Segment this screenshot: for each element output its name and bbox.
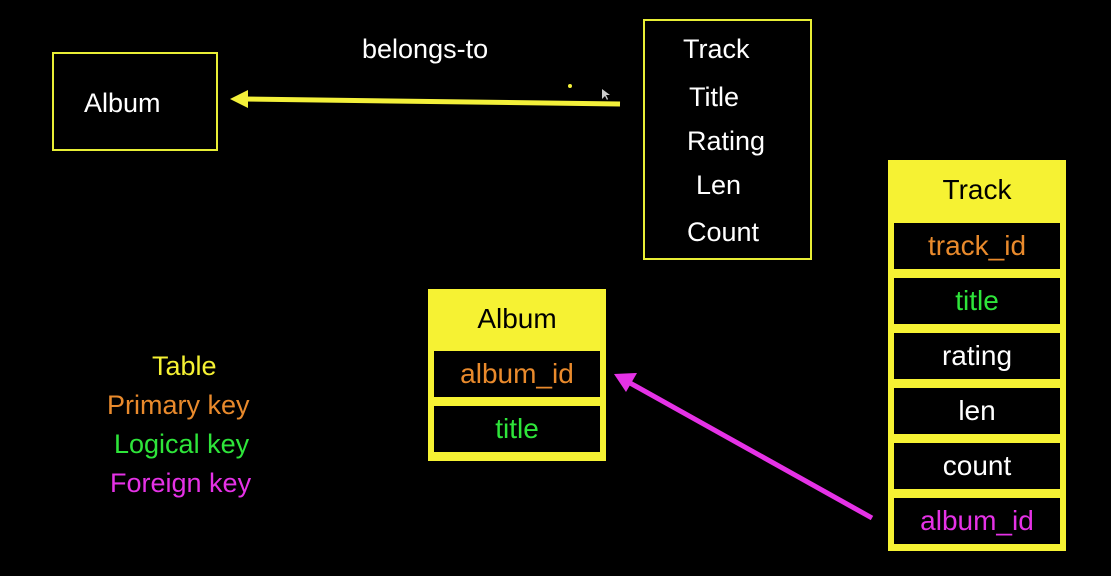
track-col-album-id: album_id [894,498,1060,544]
belongs-to-arrow [230,90,621,108]
track-table: Track track_id title rating len count al… [888,160,1066,551]
belongs-to-label: belongs-to [362,34,489,64]
track-col-count: count [894,443,1060,489]
track-field-rating: Rating [687,126,766,156]
album-col-title: title [434,406,600,452]
album-col-album-id: album_id [434,351,600,397]
track-col-len: len [894,388,1060,434]
mouse-cursor-icon [602,89,610,100]
album-entity-box: Album [52,52,218,151]
album-table-name: Album [477,303,557,334]
legend-table: Table [152,351,217,381]
track-field-count: Count [687,217,760,247]
legend-logical-key: Logical key [114,429,250,459]
legend-foreign-key: Foreign key [110,468,252,498]
track-entity-title: Track [683,34,750,64]
track-entity-box: Track Title Rating Len Count [643,19,812,260]
track-table-name: Track [942,174,1012,205]
pointer-dot [568,84,572,88]
track-field-len: Len [696,170,742,200]
track-col-track-id: track_id [894,223,1060,269]
track-col-rating: rating [894,333,1060,379]
legend-primary-key: Primary key [107,390,250,420]
track-field-title: Title [689,82,740,112]
album-table: Album album_id title [428,289,606,461]
track-col-title: title [894,278,1060,324]
foreign-key-arrow [614,373,874,521]
album-entity-label: Album [84,88,161,118]
